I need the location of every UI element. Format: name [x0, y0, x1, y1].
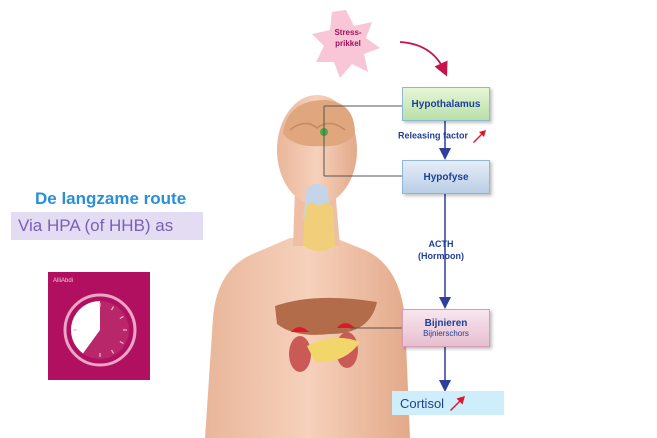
hormoon-text: (Hormoon) [418, 251, 464, 261]
bijnierschors-label: Bijnierschors [423, 329, 469, 338]
cortisol-label: Cortisol [400, 395, 445, 411]
hypofyse-box: Hypofyse [402, 160, 490, 194]
stress-star [312, 10, 380, 78]
releasing-factor-label: Releasing factor [398, 129, 487, 143]
route-subtitle: Via HPA (of HHB) as [11, 212, 203, 240]
releasing-factor-text: Releasing factor [398, 130, 469, 141]
bijnieren-label: Bijnieren [424, 318, 468, 329]
hypofyse-label: Hypofyse [423, 171, 469, 183]
clock-tile: AlliAbdi [48, 272, 150, 380]
up-arrow-icon [472, 130, 486, 143]
up-arrow-icon [450, 396, 466, 411]
acth-text: ACTH [428, 239, 454, 249]
cortisol-box: Cortisol [392, 391, 504, 415]
acth-label: ACTH (Hormoon) [418, 238, 464, 262]
stress-label: Stress- prikkel [334, 28, 362, 48]
human-body-illustration [205, 95, 410, 438]
hypothalamus-label: Hypothalamus [411, 98, 481, 110]
route-title: De langzame route [35, 189, 187, 208]
clock-icon [63, 293, 137, 367]
hypothalamus-box: Hypothalamus [402, 87, 490, 121]
bijnieren-box: Bijnieren Bijnierschors [402, 309, 490, 347]
clock-brand: AlliAbdi [53, 278, 74, 284]
